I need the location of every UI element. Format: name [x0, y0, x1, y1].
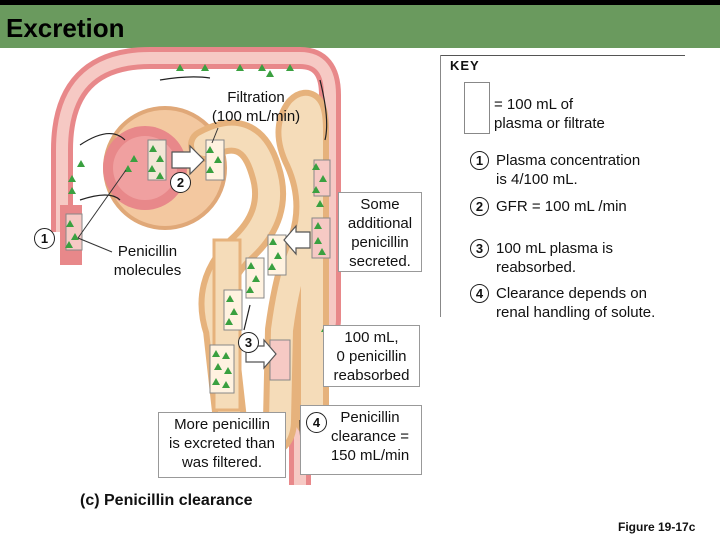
title-bar: Excretion: [0, 0, 720, 48]
key-volume-symbol: [464, 82, 490, 134]
step-badge-4: 4: [306, 412, 327, 433]
key-number-3: 3: [470, 239, 489, 258]
key-text-4: Clearance depends on renal handling of s…: [496, 285, 656, 321]
figure-number: Figure 19-17c: [618, 520, 696, 534]
key-title: KEY: [450, 58, 480, 73]
step-badge-2: 2: [170, 172, 191, 193]
key-number-1: 1: [470, 151, 489, 170]
volume-unit-reabsorbed: [269, 339, 291, 381]
page-title: Excretion: [6, 13, 125, 43]
key-number-4: 4: [470, 284, 489, 303]
step-badge-3: 3: [238, 332, 259, 353]
penicillin-molecules: [65, 64, 329, 388]
key-text-3: 100 mL plasma is reabsorbed.: [496, 240, 613, 276]
volume-unit-glomerulus: [147, 139, 167, 181]
volume-unit-filtrate: [205, 139, 225, 181]
transfer-arrows: [171, 144, 311, 370]
step-badge-1: 1: [34, 228, 55, 249]
reabsorbed-label: 100 mL, 0 penicillin reabsorbed: [323, 325, 420, 387]
filtration-label: Filtration (100 mL/min): [211, 89, 301, 125]
penicillin-molecules-label: Penicillin molecules: [113, 243, 182, 279]
secreted-label: Some additional penicillin secreted.: [338, 192, 422, 272]
key-text-2: GFR = 100 mL /min: [496, 198, 627, 215]
key-volume-note: = 100 mL of plasma or filtrate: [494, 96, 605, 132]
figure-caption: (c) Penicillin clearance: [80, 492, 253, 509]
key-text-1: Plasma concentration is 4/100 mL.: [496, 152, 641, 188]
excreted-label: More penicillin is excreted than was fil…: [158, 412, 286, 478]
key-number-2: 2: [470, 197, 489, 216]
key-border: [440, 55, 441, 317]
glomerulus-inner: [113, 136, 177, 200]
key-divider: [440, 55, 685, 56]
label-leaders: [77, 127, 219, 253]
volume-unit-excreted: [209, 344, 235, 394]
